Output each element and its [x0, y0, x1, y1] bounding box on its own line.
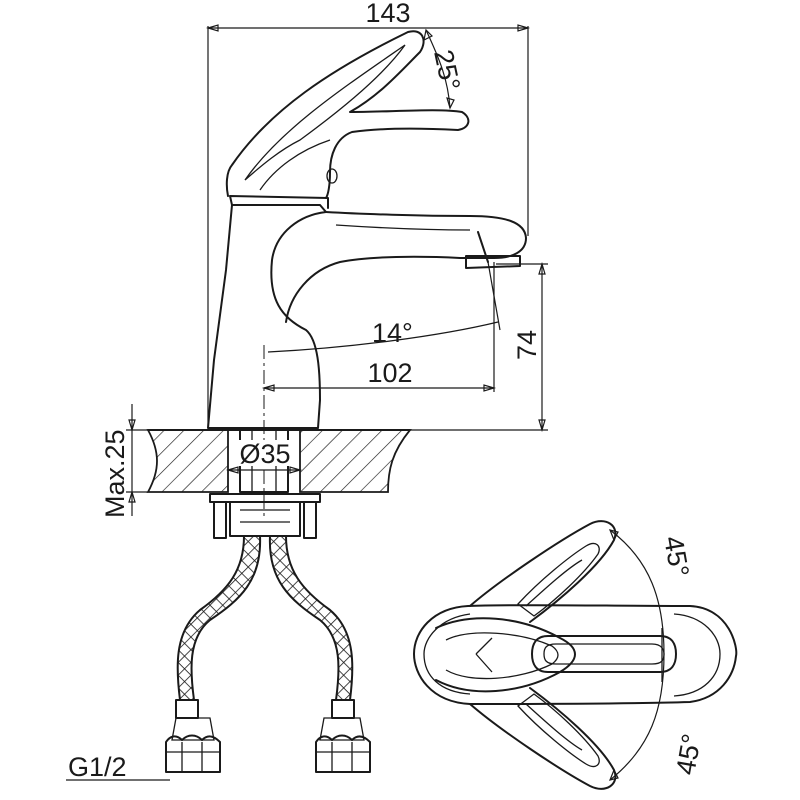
top-view-lever-lower	[469, 687, 617, 790]
top-view-body	[413, 604, 738, 705]
dim-reach-label: 102	[367, 358, 412, 388]
dim-thread-label: G1/2	[68, 752, 127, 782]
top-view-spout-slot	[531, 635, 677, 673]
stud-left	[213, 501, 227, 539]
top-view: 45° 45°	[413, 520, 738, 790]
side-view	[146, 30, 527, 773]
hose-nut-right	[315, 734, 371, 773]
faucet-body	[207, 204, 327, 429]
dim-lever-angle-label: 25°	[428, 47, 466, 93]
dim-deck-label: Max.25	[100, 429, 130, 518]
lever-inner-line	[259, 139, 331, 191]
hose-nut-left	[165, 734, 221, 773]
dim-hole-label: Ø35	[239, 439, 290, 469]
lever-inner-groove	[244, 44, 406, 181]
spout	[285, 211, 527, 323]
lever-screw	[326, 168, 338, 184]
hose-left	[176, 535, 262, 701]
top-view-lever-upper	[469, 520, 617, 623]
dim-top-angle-upper-label: 45°	[658, 534, 695, 579]
cartridge-collar	[229, 195, 329, 209]
deck-section-right	[299, 429, 412, 493]
deck-section-left	[146, 429, 229, 493]
dimensions: 143 25° 14° 102 74 Max.25 Ø35 G1/2	[66, 0, 548, 782]
dim-width-label: 143	[365, 0, 410, 28]
dim-top-angle-lower-label: 45°	[670, 732, 707, 777]
dim-spout-angle-label: 14°	[372, 318, 413, 348]
dim-height-label: 74	[512, 330, 542, 360]
spout-inner-line	[335, 224, 471, 231]
mounting-washer	[209, 493, 321, 503]
hose-right	[268, 535, 354, 701]
top-view-lever-center	[435, 617, 576, 693]
lever-handle	[225, 30, 470, 199]
stud-right	[303, 501, 317, 539]
aerator	[465, 231, 521, 269]
top-view-rotation-arc	[609, 529, 665, 781]
mounting-nut	[229, 501, 301, 537]
